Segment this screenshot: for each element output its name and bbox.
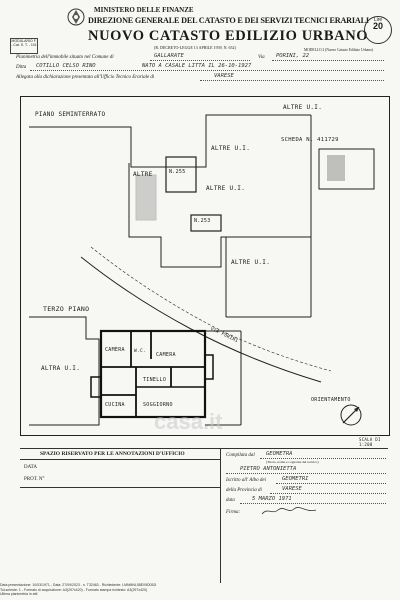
firma-label: Firma:: [226, 510, 241, 515]
modello-label: MODELLO 2 (Nuovo Catasto Edilizio Urbano…: [304, 48, 373, 52]
provincia-value: VARESE: [282, 486, 302, 492]
via-value: PORINI, 22: [276, 53, 310, 59]
bottom-line-2: Tot.schede: 1 - Formato di acquisizione:…: [0, 587, 148, 592]
altra-ui-label: ALTRA U.I.: [41, 365, 81, 372]
allegata-label: Allegata alla dichiarazione presentata a…: [16, 75, 155, 80]
room-cucina: CUCINA: [105, 402, 125, 408]
scala-label: SCALA DI 1:200: [359, 437, 381, 447]
data-label: DATA: [24, 465, 37, 470]
piano-semi-label: PIANO SEMINTERRATO: [35, 111, 106, 118]
orientamento-label: ORIENTAMENTO: [311, 397, 351, 403]
footer: SPAZIO RISERVATO PER LE ANNOTAZIONI D'UF…: [20, 448, 388, 583]
bottom-metadata: Data presentazione: 10/03/1971 - Data: 2…: [0, 583, 400, 597]
prot-label: PROT. N°: [24, 477, 45, 482]
riservato-label: SPAZIO RISERVATO PER LE ANNOTAZIONI D'UF…: [40, 451, 185, 457]
altre-ui-top-label: ALTRE U.I.: [283, 104, 323, 111]
data-firma-label: data: [226, 498, 235, 503]
emblem-icon: [67, 8, 85, 26]
lire-stamp: Lire 20: [364, 16, 392, 44]
compilata-label: Compilata dal: [226, 453, 255, 458]
n253-label: N.253: [194, 218, 211, 224]
nato-value: NATO A CASALE LITTA IL 26-10-1927: [142, 63, 252, 69]
altre-ui-mid-label: ALTRE U.I.: [211, 145, 251, 152]
scheda-label: SCHEDA N. 411729: [281, 137, 339, 143]
signature: [261, 507, 317, 515]
floor-plan-drawing: [29, 114, 375, 426]
titolo-hint: (Titolo, nome e cognome del tecnico): [266, 460, 319, 464]
room-camera-1: CAMERA: [105, 347, 125, 353]
room-soggiorno: SOGGIORNO: [143, 402, 173, 408]
bottom-line-3: Ultima planimetria in atti: [0, 592, 38, 596]
document-title: NUOVO CATASTO EDILIZIO URBANO: [88, 28, 369, 44]
altre-ui-right-label: ALTRE U.I.: [206, 185, 246, 192]
terzo-piano-label: TERZO PIANO: [43, 305, 90, 313]
modello-box: MODULARIO F. - Cat. S. T. - 101: [10, 38, 38, 54]
planimetria-label: Planimetria dell'immobile situato nel Co…: [16, 55, 114, 60]
room-tinello: TINELLO: [143, 377, 167, 383]
ufficio-value: VARESE: [214, 73, 234, 79]
lire-label: Lire: [373, 17, 383, 23]
comune-value: GALLARATE: [154, 53, 184, 59]
watermark: casa.it: [154, 409, 223, 434]
altre-label: ALTRE: [133, 171, 153, 178]
floor-plan: PIANO SEMINTERRATO ALTRE U.I. ALTRE U.I.…: [20, 96, 390, 447]
direzione-label: DIREZIONE GENERALE DEL CATASTO E DEI SER…: [88, 16, 369, 25]
n255-label: N.255: [169, 169, 186, 175]
decree-label: (R. DECRETO-LEGGE 13 APRILE 1939, N. 652…: [154, 45, 236, 50]
ditta-value: COTILLO CELSO RINO: [36, 63, 96, 69]
via-label: Via: [258, 55, 265, 60]
lire-value: 20: [372, 21, 383, 31]
albo-value: GEOMETRI: [282, 476, 309, 482]
iscritto-label: Iscritto all' Albo dei: [226, 478, 267, 483]
room-camera-2: CAMERA: [156, 352, 176, 358]
data-firma-value: 5 MARZO 1971: [252, 496, 292, 502]
nome-value: PIETRO ANTONIETTA: [240, 466, 297, 472]
compilata-value: GEOMETRA: [266, 451, 293, 457]
ministry-label: MINISTERO DELLE FINANZE: [94, 6, 194, 14]
document-sheet: MINISTERO DELLE FINANZE DIREZIONE GENERA…: [4, 4, 396, 596]
bottom-line-1: Data presentazione: 10/03/1971 - Data: 2…: [0, 583, 157, 587]
altre-ui-lower-label: ALTRE U.I.: [231, 259, 271, 266]
ditta-label: Ditta: [16, 65, 27, 70]
room-wc: W.C.: [134, 349, 147, 354]
provincia-label: della Provincia di: [226, 488, 262, 493]
